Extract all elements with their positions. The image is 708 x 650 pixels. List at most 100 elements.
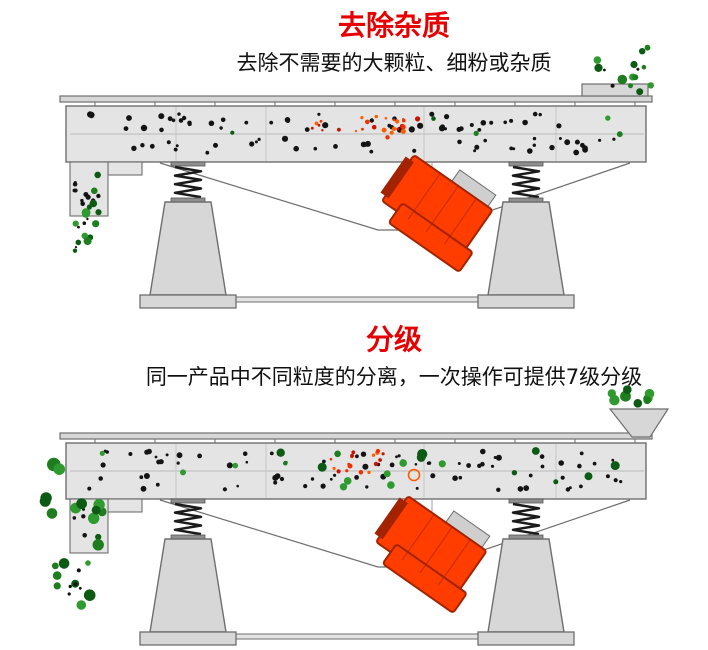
green-particle [95, 209, 102, 216]
motor-end-cap [374, 497, 408, 540]
green-particle [643, 396, 651, 405]
green-particle [641, 64, 647, 70]
black-particle [509, 118, 514, 123]
black-particle [140, 143, 145, 148]
green-particle [616, 131, 623, 138]
black-particle [440, 124, 445, 130]
black-particle [273, 480, 278, 485]
impurity-removal-machine-illustration [59, 44, 654, 309]
red-particle [415, 116, 421, 122]
black-particle [408, 126, 415, 133]
motor-fin [401, 514, 435, 561]
black-particle [177, 112, 181, 116]
green-particle [92, 539, 104, 551]
black-particle [156, 459, 162, 465]
black-particle [208, 120, 215, 127]
black-particle [362, 463, 369, 470]
black-particle [322, 122, 329, 129]
black-particle [540, 464, 545, 469]
green-particle [632, 74, 639, 81]
red-particle [336, 469, 341, 474]
black-particle [466, 463, 471, 468]
motor-lower-slab [382, 544, 467, 613]
green-particle [431, 116, 436, 121]
red-particle [373, 461, 379, 467]
black-particle [73, 181, 77, 184]
green-particle [383, 470, 391, 478]
black-particle [532, 136, 537, 141]
black-particle [187, 120, 192, 126]
green-particle [92, 220, 100, 228]
green-particle [623, 385, 632, 394]
black-particle [333, 473, 337, 477]
black-particle [87, 111, 94, 118]
black-particle [176, 452, 183, 459]
red-particle [321, 129, 324, 132]
red-particle [358, 470, 364, 475]
coil-spring [511, 165, 541, 199]
green-particle [83, 237, 92, 246]
black-particle [430, 473, 436, 479]
black-particle [77, 225, 80, 229]
red-ring-particle [407, 468, 421, 482]
black-particle [369, 118, 374, 123]
red-particle [337, 127, 341, 132]
green-particle [633, 399, 643, 408]
green-particle [76, 600, 87, 610]
red-particle [345, 469, 349, 473]
vibration-motor [380, 155, 497, 272]
black-particle [489, 120, 494, 125]
black-particle [219, 126, 223, 130]
green-particle [605, 115, 611, 121]
black-particle [573, 149, 580, 156]
green-particle [76, 498, 87, 510]
black-particle [98, 476, 103, 481]
black-particle [281, 135, 289, 142]
black-particle [610, 83, 615, 88]
grading-subtitle: 同一产品中不同粒度的分离，一次操作可提供7级分级 [145, 365, 643, 389]
black-particle [354, 475, 359, 480]
green-particle [647, 82, 654, 89]
particle-layer [39, 385, 655, 610]
motor-fin [407, 173, 441, 220]
black-particle [558, 137, 562, 140]
black-particle [249, 141, 255, 147]
black-particle [272, 476, 276, 480]
black-particle [528, 473, 533, 478]
green-particle [39, 495, 51, 507]
green-particle [593, 56, 602, 64]
black-particle [579, 451, 584, 456]
red-particle [391, 126, 397, 131]
spring-plate [508, 161, 544, 167]
green-particle [584, 472, 593, 481]
black-particle [173, 147, 178, 152]
black-particle [577, 463, 582, 469]
black-particle [458, 475, 463, 480]
motor-fin [419, 526, 453, 574]
left-stand [149, 201, 227, 296]
green-particle [86, 204, 92, 210]
black-particle [317, 112, 321, 116]
green-particle [628, 83, 633, 89]
green-particle [553, 479, 559, 485]
green-particle [644, 388, 655, 399]
black-particle [580, 142, 585, 148]
black-particle [480, 448, 486, 455]
green-particle [607, 389, 616, 398]
green-particle [644, 44, 651, 51]
black-particle [483, 138, 488, 143]
red-particle [347, 462, 351, 466]
black-particle [128, 452, 133, 456]
black-particle [245, 460, 249, 464]
red-particle [395, 119, 400, 124]
impurity-removal-title: 去除杂质 [337, 9, 450, 42]
black-particle [574, 139, 580, 145]
black-particle [532, 111, 538, 117]
right-foot [477, 294, 575, 309]
black-particle [558, 460, 564, 466]
black-particle [444, 114, 450, 120]
red-particle [317, 123, 321, 127]
green-particle [511, 470, 518, 476]
green-particle [51, 562, 59, 570]
left-stand [149, 538, 227, 633]
